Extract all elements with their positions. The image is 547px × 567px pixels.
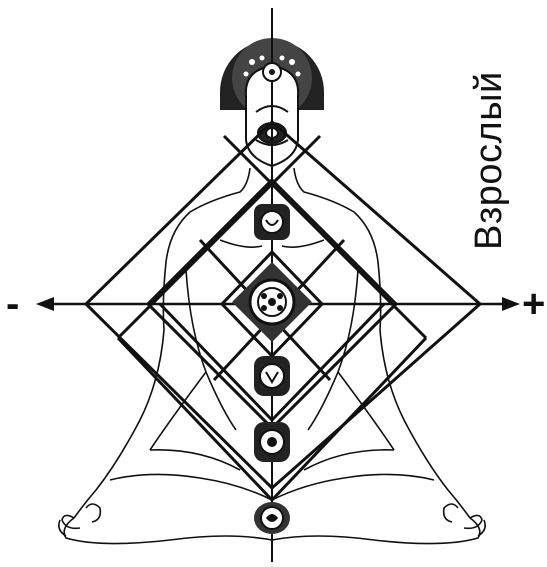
chakra-throat: [254, 204, 290, 240]
chakra-solar: [254, 356, 290, 396]
arrow-right-icon: [502, 297, 520, 311]
chakra-heart: [232, 262, 312, 342]
minus-label: -: [6, 282, 19, 327]
plus-label: +: [522, 282, 545, 327]
chakra-sacral: [254, 422, 290, 462]
chakra-root: [254, 502, 290, 534]
arrow-left-icon: [36, 297, 54, 311]
chakra-crown: [263, 63, 281, 81]
stage-label: Взрослый: [468, 71, 511, 250]
